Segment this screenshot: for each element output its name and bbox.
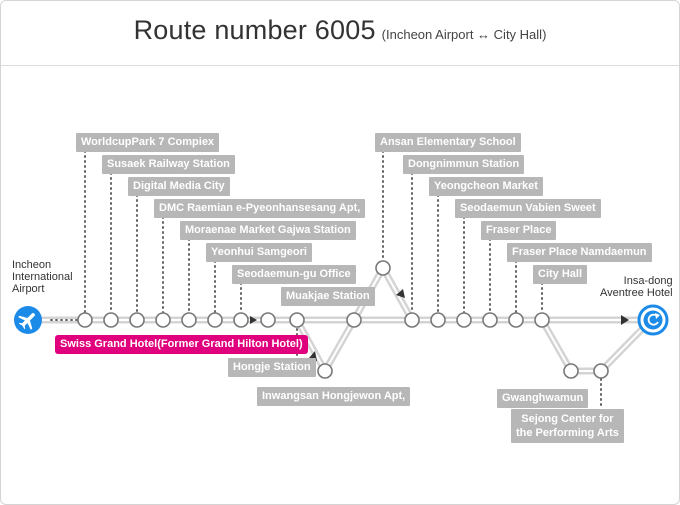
stop-marker [563,363,579,379]
airplane-icon [14,306,42,334]
route-title-row: Route number 6005 (Incheon Airport ↔ City… [1,15,679,46]
stop-label-swiss-grand-hotel[interactable]: Swiss Grand Hotel(Former Grand Hilton Ho… [55,335,308,354]
arrow-icon [621,315,629,325]
stop-marker [129,312,145,328]
header: Route number 6005 (Incheon Airport ↔ City… [1,1,679,66]
stop-marker [508,312,524,328]
stop-label-yeonhui[interactable]: Yeonhui Samgeori [206,243,312,262]
end-terminal-label: Insa-dong Aventree Hotel [600,275,673,299]
stop-label-seodaemun-vabien[interactable]: Seodaemun Vabien Sweet [455,199,601,218]
stop-marker [207,312,223,328]
stop-label-susaek[interactable]: Susaek Railway Station [102,155,235,174]
stop-label-dongnimmun[interactable]: Dongnimmun Station [403,155,525,174]
stop-label-ansan-school[interactable]: Ansan Elementary School [375,133,521,152]
stop-label-fraser-namdaemun[interactable]: Fraser Place Namdaemun [507,243,652,262]
stop-label-gwanghwamun[interactable]: Gwanghwamun [497,389,589,408]
arrow-icon [396,289,405,298]
stop-label-fraser-place[interactable]: Fraser Place [481,221,557,240]
stop-marker [289,312,305,328]
stop-label-inwangsan[interactable]: Inwangsan Hongjewon Apt, [257,387,411,406]
stop-label-hongje[interactable]: Hongje Station [228,358,316,377]
stop-marker [103,312,119,328]
stop-label-city-hall[interactable]: City Hall [533,265,588,284]
stop-marker [233,312,249,328]
stop-marker [181,312,197,328]
leader-lines [50,150,602,407]
stop-label-muakjae[interactable]: Muakjae Station [281,287,375,306]
stop-marker [375,260,391,276]
stop-label-digital-media-city[interactable]: Digital Media City [128,177,230,196]
stop-label-moraenae[interactable]: Moraenae Market Gajwa Station [180,221,356,240]
stop-marker [593,363,609,379]
stop-markers [77,260,609,379]
stop-label-dmc-raemian[interactable]: DMC Raemian e-Pyeonhansesang Apt, [154,199,366,218]
stop-marker [404,312,420,328]
stop-marker [430,312,446,328]
stop-marker [317,363,333,379]
route-title: Route number 6005 [133,15,376,45]
stop-marker [456,312,472,328]
stop-marker [77,312,93,328]
stop-label-yeongcheon[interactable]: Yeongcheon Market [429,177,543,196]
stop-label-sejong-center[interactable]: Sejong Center for the Performing Arts [511,409,624,443]
stop-label-worldcup-park[interactable]: WorldcupPark 7 Compiex [76,133,220,152]
start-terminal-label: Incheon International Airport [12,259,73,295]
stop-marker [346,312,362,328]
return-loop-icon [637,304,669,336]
stop-marker [534,312,550,328]
stop-marker [482,312,498,328]
route-subtitle: (Incheon Airport ↔ City Hall) [381,27,547,42]
stop-marker [155,312,171,328]
arrow-icon [250,316,257,324]
stop-marker [260,312,276,328]
stop-label-seodaemun-office[interactable]: Seodaemun-gu Office [232,265,356,284]
